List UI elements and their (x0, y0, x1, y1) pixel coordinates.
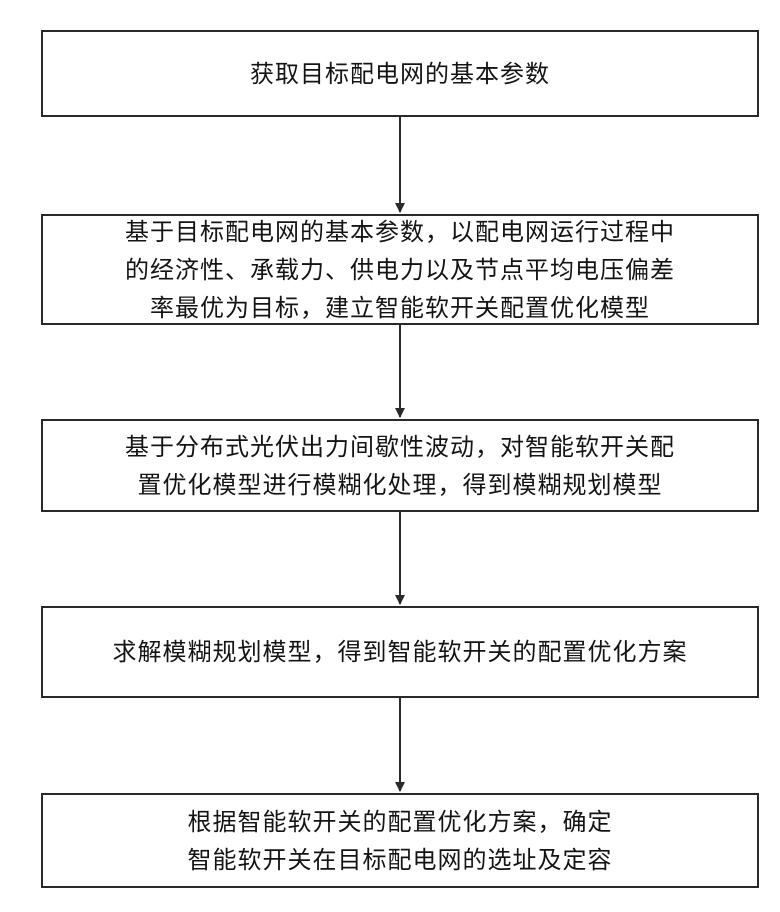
flow-step-1-text: 获取目标配电网的基本参数 (250, 55, 550, 93)
flow-step-3: 基于分布式光伏出力间歇性波动，对智能软开关配 置优化模型进行模糊化处理，得到模糊… (41, 419, 759, 512)
flow-step-4-text: 求解模糊规划模型，得到智能软开关的配置优化方案 (113, 633, 688, 671)
flow-step-2-line-2: 的经济性、承载力、供电力以及节点平均电压偏差 (125, 251, 675, 289)
flow-step-3-line-1: 基于分布式光伏出力间歇性波动，对智能软开关配 (125, 428, 675, 466)
flow-step-2: 基于目标配电网的基本参数，以配电网运行过程中 的经济性、承载力、供电力以及节点平… (41, 214, 759, 325)
flow-step-3-text: 基于分布式光伏出力间歇性波动，对智能软开关配 置优化模型进行模糊化处理，得到模糊… (125, 428, 675, 504)
flow-step-5: 根据智能软开关的配置优化方案，确定 智能软开关在目标配电网的选址及定容 (41, 793, 759, 888)
flow-step-4: 求解模糊规划模型，得到智能软开关的配置优化方案 (41, 606, 759, 698)
flow-step-5-line-1: 根据智能软开关的配置优化方案，确定 (188, 803, 613, 841)
flow-step-2-line-1: 基于目标配电网的基本参数，以配电网运行过程中 (125, 213, 675, 251)
flow-step-5-line-2: 智能软开关在目标配电网的选址及定容 (188, 841, 613, 879)
flow-step-3-line-2: 置优化模型进行模糊化处理，得到模糊规划模型 (125, 466, 675, 504)
flow-step-2-text: 基于目标配电网的基本参数，以配电网运行过程中 的经济性、承载力、供电力以及节点平… (125, 213, 675, 327)
flow-step-2-line-3: 率最优为目标，建立智能软开关配置优化模型 (125, 289, 675, 327)
flow-step-4-line-1: 求解模糊规划模型，得到智能软开关的配置优化方案 (113, 633, 688, 671)
flow-step-5-text: 根据智能软开关的配置优化方案，确定 智能软开关在目标配电网的选址及定容 (188, 803, 613, 879)
flow-step-1: 获取目标配电网的基本参数 (41, 30, 759, 117)
flow-step-1-line-1: 获取目标配电网的基本参数 (250, 55, 550, 93)
